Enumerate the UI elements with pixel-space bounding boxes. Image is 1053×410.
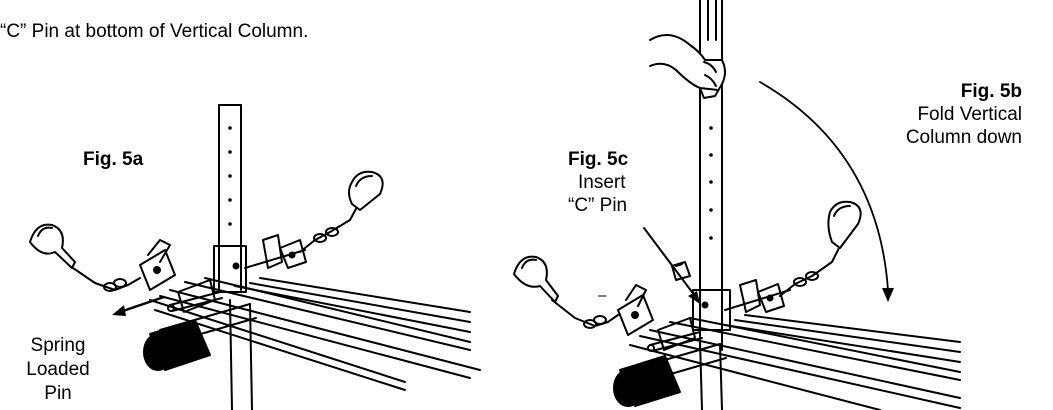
spring-pin-label-line: Pin (44, 383, 72, 404)
spring-pin-label-line: Spring (30, 335, 86, 356)
spring-pin-label: Spring Loaded Pin (20, 334, 96, 406)
fig-5b-line: Column down (905, 127, 1022, 148)
fig-5c-title: Fig. 5c (568, 149, 629, 170)
c-pin-pointer (643, 227, 700, 304)
fig-5a-title: Fig. 5a (83, 149, 144, 170)
fig-5c-line: “C” Pin (568, 195, 628, 216)
fig-5b-title: Fig. 5b (960, 81, 1022, 102)
header-instruction: “C” Pin at bottom of Vertical Column. (0, 21, 309, 42)
fig-5b-callout: Fig. 5b Fold Vertical Column down (900, 80, 1022, 149)
fig-5c-callout: Fig. 5c Insert “C” Pin (568, 148, 678, 217)
stray-mark: – (598, 287, 607, 304)
spring-pin-label-line: Loaded (26, 359, 90, 380)
spring-pin-arrow (112, 295, 166, 316)
left-machine-base (29, 104, 481, 410)
fig-5b-line: Fold Vertical (917, 104, 1022, 125)
fig-5c-line: Insert (578, 172, 626, 193)
right-machine-base (513, 0, 961, 410)
fold-column-arrow (759, 81, 894, 302)
